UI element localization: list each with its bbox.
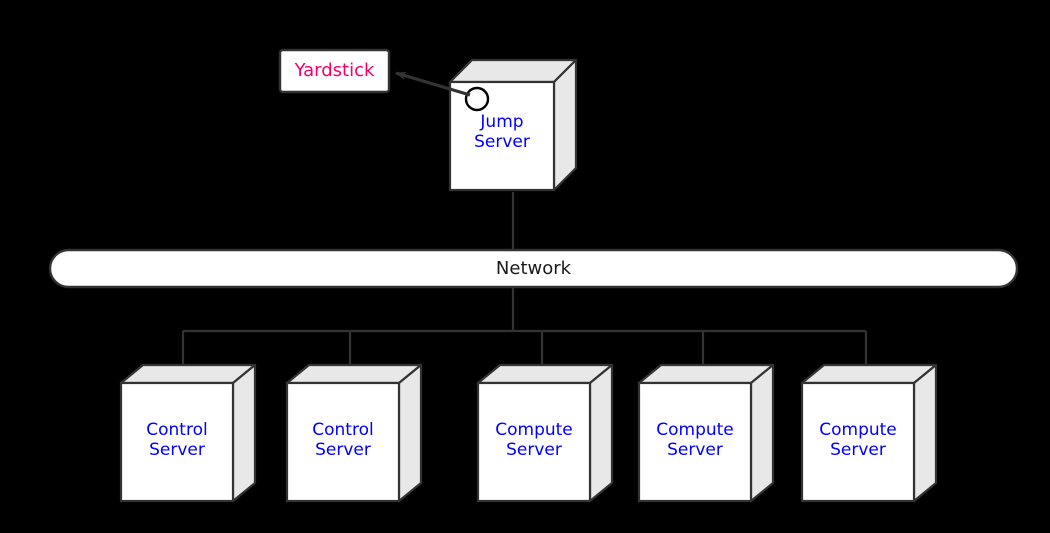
server-3-front-face bbox=[476, 381, 592, 503]
server-2-front-face bbox=[285, 381, 401, 503]
server-2-side-face bbox=[397, 363, 423, 503]
server-5-front-face bbox=[800, 381, 916, 503]
server-3-side-face bbox=[588, 363, 614, 503]
server-node-5[interactable] bbox=[800, 363, 938, 503]
lollipop-circle-icon bbox=[464, 86, 490, 112]
server-node-1[interactable] bbox=[119, 363, 257, 503]
arrow-jump-to-yardstick bbox=[395, 71, 471, 97]
jump-server-node[interactable] bbox=[448, 58, 578, 192]
network-bar bbox=[48, 248, 1019, 289]
server-4-side-face bbox=[749, 363, 775, 503]
server-5-side-face bbox=[912, 363, 938, 503]
network-node[interactable] bbox=[48, 248, 1019, 289]
server-4-front-face bbox=[637, 381, 753, 503]
server-node-4[interactable] bbox=[637, 363, 775, 503]
yardstick-box bbox=[278, 48, 391, 94]
jump-server-side-face bbox=[552, 58, 578, 192]
server-node-2[interactable] bbox=[285, 363, 423, 503]
jump-server-front-face bbox=[448, 80, 556, 192]
yardstick-node[interactable] bbox=[278, 48, 391, 94]
server-1-front-face bbox=[119, 381, 235, 503]
server-1-side-face bbox=[231, 363, 257, 503]
server-node-3[interactable] bbox=[476, 363, 614, 503]
